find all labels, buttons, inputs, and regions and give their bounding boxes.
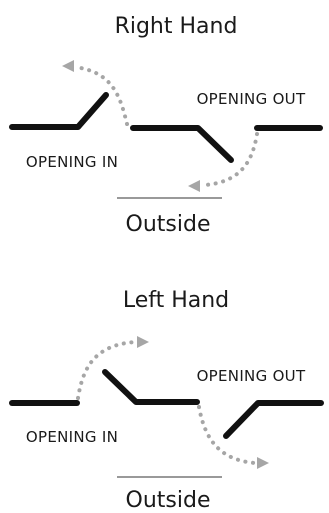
left-hand-section: Left Hand OPENING OUT OPENING IN Outside	[9, 288, 324, 513]
right-hand-title: Right Hand	[115, 14, 238, 39]
left-hand-opening-out-arrow-icon	[257, 457, 269, 469]
right-hand-opening-in-label: OPENING IN	[26, 153, 118, 171]
left-hand-opening-in-label: OPENING IN	[26, 428, 118, 446]
left-hand-opening-in-wall	[102, 369, 200, 405]
right-hand-opening-out-swing-arc	[203, 132, 259, 187]
right-hand-outside-label: Outside	[126, 212, 211, 237]
left-hand-opening-out-wall	[223, 400, 324, 439]
right-hand-opening-out-arrow-icon	[188, 180, 200, 192]
right-hand-opening-in-wall	[9, 92, 109, 130]
left-hand-opening-in-swing-arc	[76, 340, 137, 400]
left-hand-opening-out-label: OPENING OUT	[197, 367, 306, 385]
right-hand-opening-out-wall	[130, 125, 234, 163]
right-hand-opening-in-arrow-icon	[62, 60, 74, 72]
left-hand-outside-label: Outside	[126, 488, 211, 513]
right-hand-section: Right Hand OPENING OUT OPENING IN Outsid…	[9, 14, 323, 237]
left-hand-opening-out-swing-arc	[197, 405, 257, 465]
left-hand-title: Left Hand	[123, 288, 229, 313]
left-hand-opening-in-arrow-icon	[137, 336, 149, 348]
right-hand-opening-out-label: OPENING OUT	[197, 90, 306, 108]
right-hand-opening-in-swing-arc	[73, 65, 129, 126]
